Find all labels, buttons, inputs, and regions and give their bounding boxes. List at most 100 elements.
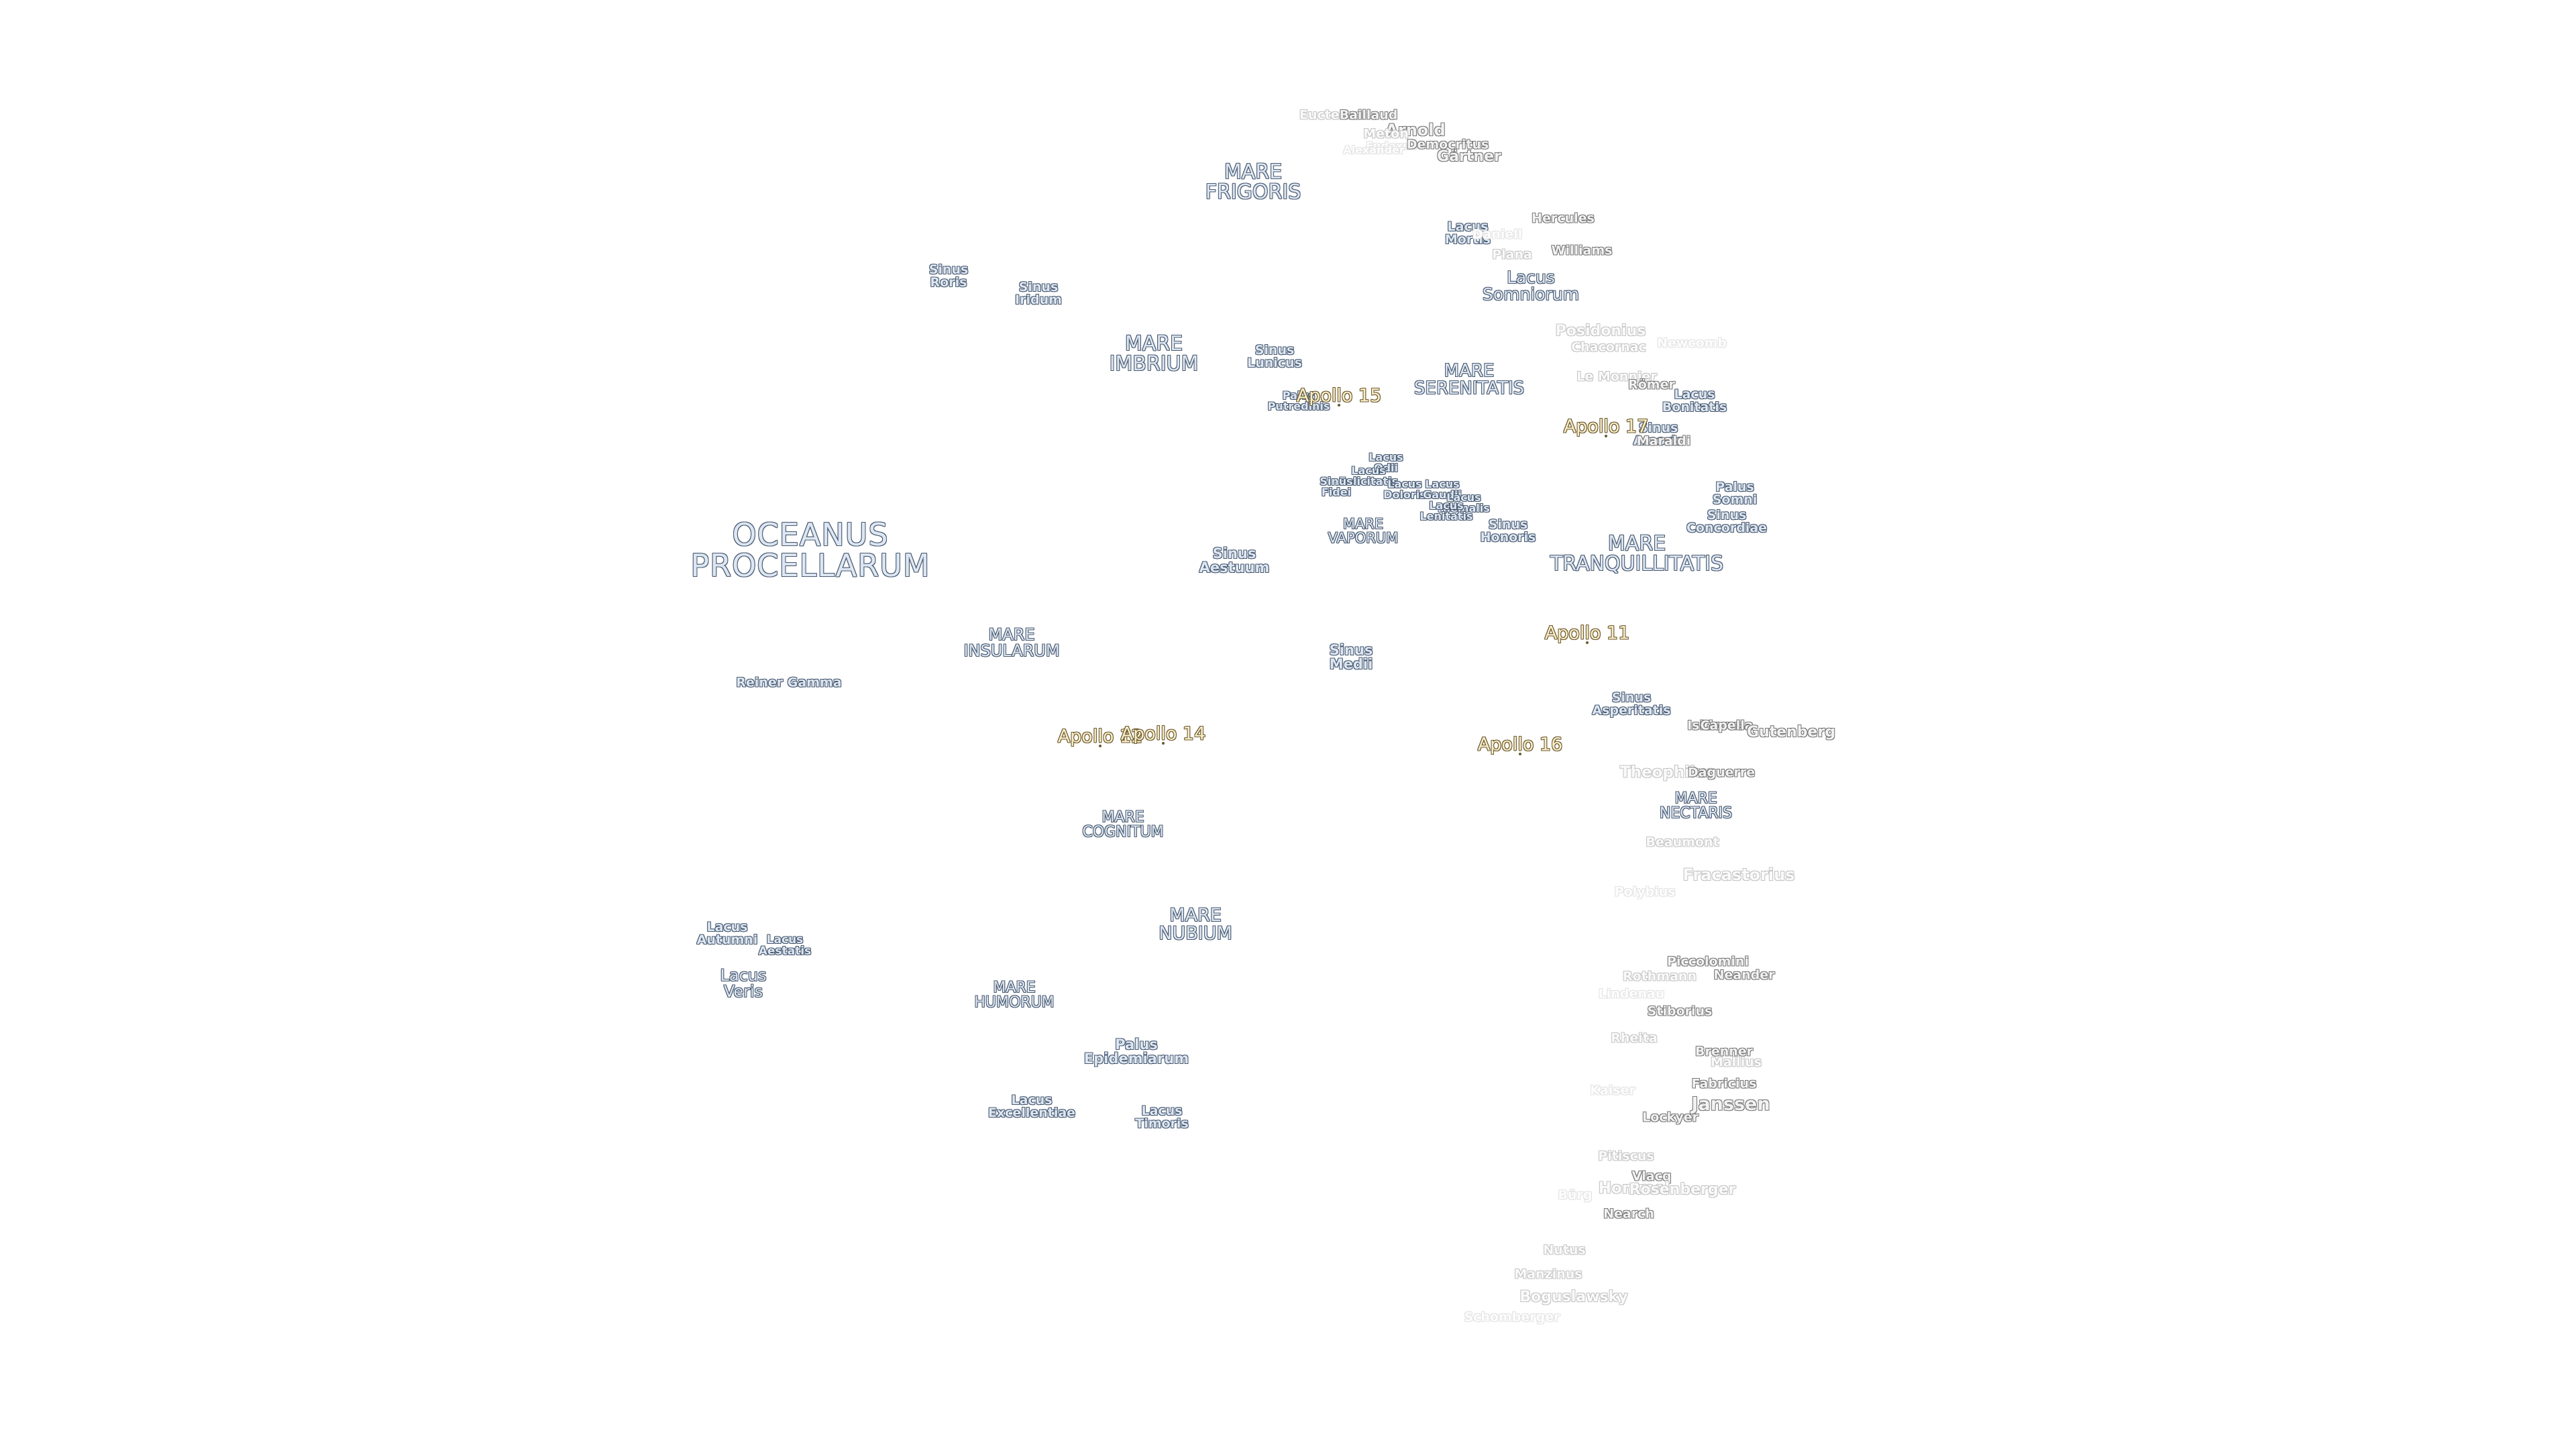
- mare-vaporum-label: MARE VAPORUM: [1328, 516, 1399, 546]
- lacus-timoris-label: Lacus Timoris: [1135, 1104, 1189, 1131]
- apollo-11-label: Apollo 11: [1544, 623, 1630, 644]
- sinus-fidei-label: Sinus Fidei: [1320, 475, 1353, 498]
- palus-epidemiarum-label: Palus Epidemiarum: [1083, 1036, 1189, 1067]
- apollo-16-label: Apollo 16: [1477, 734, 1563, 755]
- crater-chacornac-label: Chacornac: [1571, 339, 1646, 355]
- crater-boguslawsky-label: Boguslawsky: [1519, 1289, 1628, 1305]
- crater-arnold-label: Arnold: [1385, 121, 1446, 140]
- crater-nearch-label: Nearch: [1603, 1206, 1654, 1222]
- crater-maraldi-label: Maraldi: [1636, 433, 1691, 449]
- crater-eudoxus-label: Alexander: [1343, 144, 1405, 156]
- apollo-14-marker: [1162, 742, 1165, 745]
- crater-baillaud-label: Baillaud: [1339, 107, 1398, 123]
- crater-daguerre-label: Daguerre: [1687, 765, 1756, 780]
- apollo-17-marker: [1605, 435, 1607, 437]
- crater-euctemon-label: Euctemon: [1299, 107, 1371, 123]
- sinus-amoris-label: Sinus Amoris: [1633, 421, 1684, 448]
- crater-romer-label: Römer: [1628, 377, 1675, 392]
- lacus-bonitatis-label: Lacus Bonitatis: [1662, 387, 1727, 415]
- crater-lindenau-label: Lindenau: [1598, 986, 1665, 1002]
- crater-manzinus-label: Manzinus: [1514, 1267, 1582, 1282]
- lacus-excellentiae-label: Lacus Excellentiae: [987, 1093, 1076, 1120]
- lacus-somniorum-label: Lacus Somniorum: [1482, 268, 1580, 304]
- oceanus-procellarum-label: OCEANUS PROCELLARUM: [690, 517, 930, 584]
- crater-capella-label: Capella: [1700, 718, 1754, 733]
- lacus-mortis-label: Lacus Mortis: [1444, 219, 1491, 247]
- lacus-felicitatis-label: Lacus Felicitatis: [1338, 464, 1399, 488]
- lacus-doloris-label: Lacus Doloris: [1383, 478, 1426, 501]
- apollo-12-marker: [1099, 745, 1102, 747]
- palus-putredinis-label: Palus Putredinis: [1267, 389, 1330, 413]
- apollo-12-label: Apollo 12: [1057, 726, 1143, 747]
- crater-piccolomini-label: Piccolomini: [1667, 954, 1749, 969]
- lacus-gaudii-label: Lacus Gaudii: [1423, 478, 1462, 501]
- mare-nectaris-label: MARE NECTARIS: [1659, 790, 1733, 822]
- mare-humorum-label: MARE HUMORUM: [974, 979, 1055, 1011]
- lacus-hiemalis-label: Lacus Hiemalis: [1438, 491, 1490, 515]
- mare-insularum-label: MARE INSULARUM: [963, 625, 1060, 660]
- crater-fracastorius-label: Fracastorius: [1682, 865, 1795, 884]
- crater-nutus-label: Nutus: [1543, 1242, 1586, 1258]
- crater-pitiscus-label: Pitiscus: [1598, 1148, 1654, 1164]
- palus-somni-label: Palus Somni: [1712, 480, 1758, 507]
- sinus-aestuum-label: Sinus Aestuum: [1199, 545, 1270, 576]
- sinus-asperitatis-label: Sinus Asperitatis: [1592, 690, 1671, 718]
- crater-hercules-label: Hercules: [1532, 211, 1595, 226]
- crater-vlacq-label: Vlacq: [1631, 1169, 1672, 1184]
- crater-plana-label: Plana: [1492, 247, 1532, 262]
- lacus-aestatis-label: Lacus Aestatis: [758, 933, 812, 958]
- crater-theophilus-label: Theophilus: [1619, 763, 1716, 782]
- apollo-16-marker: [1519, 753, 1521, 755]
- mare-nubium-label: MARE NUBIUM: [1159, 905, 1232, 944]
- crater-alexander-label: Eudoxus: [1366, 140, 1417, 152]
- crater-neander-label: Neander: [1713, 967, 1775, 983]
- crater-stiborius-label: Stiborius: [1647, 1004, 1713, 1019]
- crater-meton-label: Meton: [1363, 126, 1409, 142]
- apollo-14-label: Apollo 14: [1120, 723, 1206, 745]
- sinus-concordiae-label: Sinus Concordiae: [1686, 508, 1768, 535]
- apollo-11-marker: [1586, 641, 1589, 644]
- crater-rheita-label: Rheita: [1611, 1030, 1658, 1046]
- crater-hommel-label: Hommel: [1598, 1179, 1670, 1197]
- mare-imbrium-label: MARE IMBRIUM: [1109, 332, 1199, 376]
- crater-gutenberg-label: Gutenberg: [1746, 724, 1836, 741]
- lacus-autumni-label: Lacus Autumni: [696, 920, 758, 947]
- crater-polybius-label: Polybius: [1614, 884, 1676, 900]
- crater-rosenberger-label: Rosenberger: [1629, 1181, 1736, 1198]
- crater-brenner-label: Brenner: [1695, 1044, 1754, 1059]
- sinus-honoris-label: Sinus Honoris: [1480, 517, 1536, 545]
- mare-serenitatis-label: MARE SERENITATIS: [1413, 361, 1525, 398]
- sinus-roris-label: Sinus Roris: [928, 262, 969, 290]
- crater-burg-label: Daniell: [1472, 227, 1523, 242]
- sinus-lunicus-label: Sinus Lunicus: [1247, 343, 1302, 370]
- sinus-iridum-label: Sinus Iridum: [1015, 280, 1062, 307]
- crater-schomberger-label: Schomberger: [1464, 1309, 1560, 1325]
- crater-mallius-label: Mallius: [1710, 1055, 1762, 1070]
- crater-newcomb-label: Newcomb: [1656, 335, 1727, 351]
- crater-fabricius-label: Fabricius: [1691, 1076, 1757, 1091]
- apollo-17-label: Apollo 17: [1563, 416, 1649, 437]
- crater-democritus-label: Democritus: [1406, 137, 1489, 152]
- sinus-medii-label: Sinus Medii: [1329, 642, 1373, 672]
- crater-lockyer-label: Lockyer: [1642, 1110, 1699, 1125]
- apollo-15-marker: [1338, 404, 1340, 407]
- crater-posidonius-label: Posidonius: [1555, 323, 1646, 339]
- mare-frigoris-label: MARE FRIGORIS: [1205, 160, 1301, 204]
- crater-rothmann-label: Rothmann: [1623, 969, 1697, 984]
- mare-cognitum-label: MARE COGNITUM: [1082, 809, 1164, 841]
- reiner-gamma-label: Reiner Gamma: [736, 675, 842, 690]
- crater-williams-label: Williams: [1551, 243, 1613, 258]
- crater-le-monnier-label: Le Monnier: [1576, 369, 1657, 384]
- crater-kaiser-label: Kaiser: [1590, 1083, 1635, 1098]
- crater-beaumont-label: Beaumont: [1646, 835, 1719, 850]
- lacus-lenitatis-label: Lacus Lenitatis: [1419, 499, 1473, 523]
- crater-daniell-label: Bürg: [1558, 1187, 1593, 1203]
- lacus-veris-label: Lacus Veris: [720, 966, 767, 1001]
- crater-gartner-label: Gärtner: [1437, 148, 1501, 165]
- crater-isidorus-label: Isidorus: [1687, 718, 1745, 733]
- mare-tranquillitatis-label: MARE TRANQUILLITATIS: [1550, 532, 1724, 576]
- lacus-odii-label: Lacus Odii: [1368, 451, 1403, 474]
- apollo-15-label: Apollo 15: [1296, 385, 1382, 407]
- crater-janssen-label: Janssen: [1691, 1093, 1770, 1115]
